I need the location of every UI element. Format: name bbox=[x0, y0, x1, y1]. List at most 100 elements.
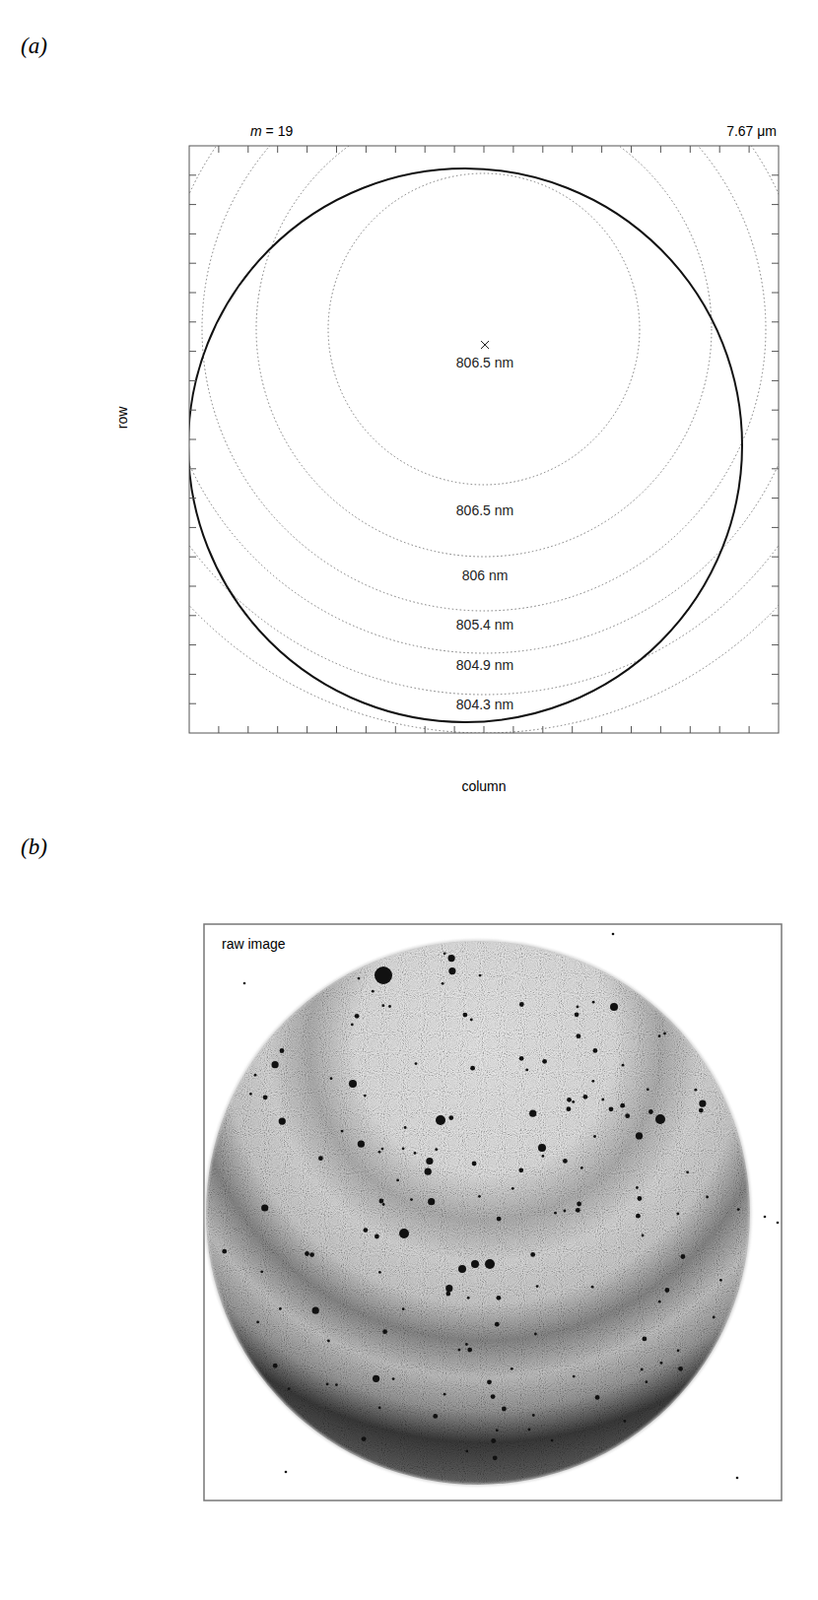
tick bbox=[189, 527, 197, 529]
star bbox=[470, 1066, 476, 1072]
tick bbox=[771, 174, 779, 176]
star bbox=[518, 1167, 524, 1173]
star bbox=[409, 1198, 413, 1202]
star bbox=[443, 1393, 447, 1397]
star bbox=[465, 1450, 469, 1454]
star bbox=[719, 1279, 723, 1283]
star bbox=[443, 952, 447, 955]
star bbox=[448, 967, 456, 975]
star bbox=[448, 1115, 454, 1121]
star bbox=[402, 1147, 406, 1151]
star bbox=[470, 1019, 474, 1023]
star bbox=[340, 1130, 344, 1134]
tick bbox=[660, 726, 662, 734]
star bbox=[490, 1394, 496, 1400]
star bbox=[580, 1166, 584, 1170]
tick bbox=[189, 233, 197, 235]
star bbox=[279, 1048, 285, 1054]
star bbox=[693, 1089, 697, 1092]
tick bbox=[336, 726, 338, 734]
star bbox=[624, 1113, 630, 1119]
star bbox=[678, 1366, 683, 1372]
tick bbox=[189, 380, 197, 382]
star bbox=[357, 977, 361, 981]
tick bbox=[771, 292, 779, 294]
star bbox=[260, 1270, 264, 1274]
tick bbox=[771, 586, 779, 588]
tick bbox=[483, 726, 485, 734]
star bbox=[467, 1296, 471, 1300]
star bbox=[542, 1059, 547, 1065]
star bbox=[399, 1228, 409, 1239]
star bbox=[379, 1199, 385, 1205]
star bbox=[496, 1217, 502, 1223]
tick bbox=[276, 145, 278, 153]
tick bbox=[395, 726, 397, 734]
star bbox=[335, 1383, 339, 1387]
tick bbox=[189, 703, 197, 705]
star bbox=[272, 1061, 279, 1069]
star bbox=[658, 1300, 662, 1304]
filter-aperture bbox=[189, 168, 743, 723]
star bbox=[601, 1098, 605, 1102]
tick bbox=[771, 380, 779, 382]
star bbox=[458, 1265, 467, 1274]
star bbox=[486, 1379, 492, 1385]
star bbox=[660, 1362, 664, 1365]
tick bbox=[771, 439, 779, 441]
star bbox=[363, 1227, 369, 1233]
star bbox=[576, 1202, 582, 1208]
tick bbox=[771, 204, 779, 205]
tick bbox=[771, 556, 779, 558]
star bbox=[478, 974, 482, 978]
star bbox=[402, 1307, 406, 1311]
star bbox=[640, 1368, 644, 1372]
star bbox=[677, 1349, 681, 1353]
star bbox=[381, 1004, 385, 1008]
star bbox=[363, 1094, 367, 1098]
star bbox=[575, 1208, 581, 1214]
star bbox=[261, 1204, 269, 1212]
star bbox=[525, 1069, 529, 1073]
tick bbox=[365, 145, 367, 153]
axis-label: column bbox=[461, 778, 506, 795]
star bbox=[254, 1074, 258, 1078]
star bbox=[609, 1106, 614, 1112]
star bbox=[637, 1196, 643, 1202]
star bbox=[635, 1186, 639, 1190]
star bbox=[576, 1033, 582, 1039]
star bbox=[392, 1377, 396, 1381]
tick bbox=[483, 145, 485, 153]
star bbox=[372, 1375, 380, 1383]
star bbox=[463, 1013, 469, 1019]
panel-letter: (a) bbox=[20, 33, 48, 60]
star bbox=[583, 1094, 589, 1100]
star bbox=[414, 1062, 418, 1066]
tick bbox=[247, 145, 249, 153]
tick bbox=[689, 726, 691, 734]
star bbox=[532, 1414, 536, 1418]
star bbox=[698, 1108, 704, 1114]
tick bbox=[771, 614, 779, 616]
star bbox=[563, 1210, 567, 1214]
star bbox=[646, 1088, 650, 1091]
tick bbox=[630, 145, 632, 153]
tick bbox=[719, 145, 721, 153]
tick bbox=[542, 726, 544, 734]
star bbox=[374, 1234, 380, 1240]
disk-edge bbox=[205, 941, 750, 1486]
tick bbox=[630, 726, 632, 734]
star bbox=[494, 1322, 500, 1328]
star bbox=[698, 1100, 706, 1108]
star bbox=[591, 1286, 595, 1290]
star bbox=[542, 1155, 546, 1159]
star bbox=[610, 1003, 618, 1012]
star bbox=[501, 1407, 507, 1413]
star bbox=[357, 1141, 365, 1149]
order-label: m = 19 bbox=[250, 123, 293, 139]
star bbox=[427, 1198, 435, 1206]
tick bbox=[189, 409, 197, 411]
star bbox=[278, 1118, 286, 1126]
star bbox=[655, 1114, 666, 1125]
tick bbox=[189, 614, 197, 616]
